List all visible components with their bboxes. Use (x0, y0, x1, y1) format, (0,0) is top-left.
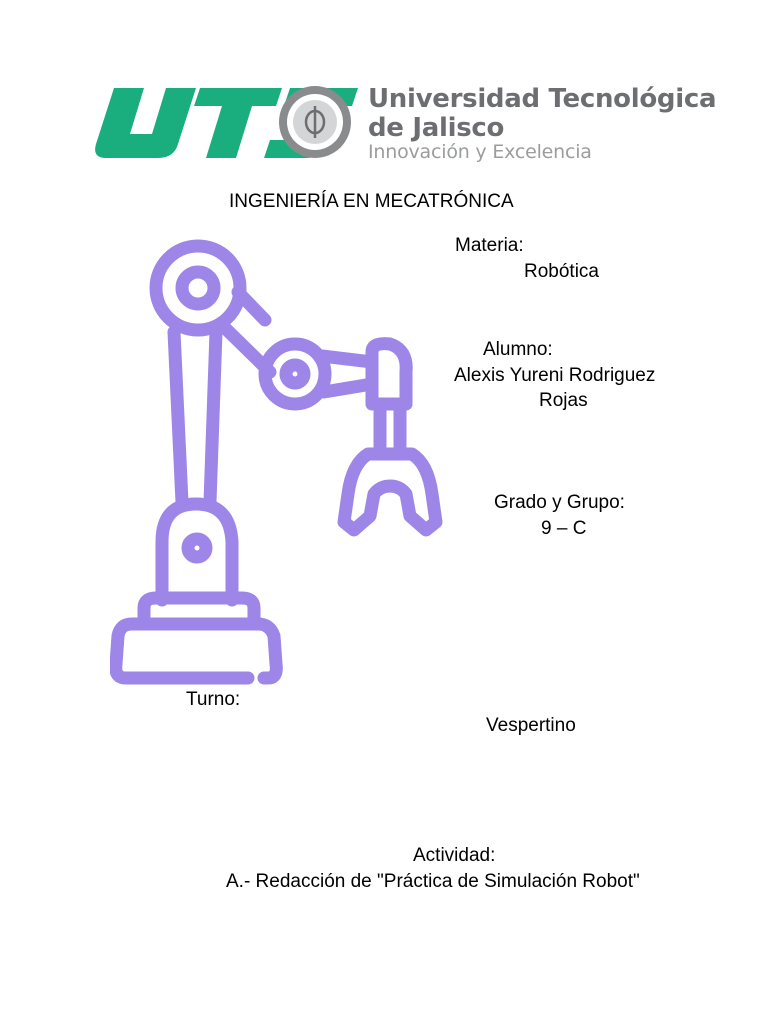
activity-value: A.- Redacción de "Práctica de Simulación… (226, 871, 640, 892)
student-name-line2: Rojas (539, 390, 588, 411)
subject-value: Robótica (524, 261, 599, 282)
robotic-arm-icon (110, 239, 443, 685)
shift-value: Vespertino (486, 715, 576, 736)
group-label: Grado y Grupo: (494, 492, 625, 513)
activity-label: Actividad: (413, 845, 496, 866)
university-name-line1: Universidad Tecnológica (368, 84, 717, 114)
university-slogan: Innovación y Excelencia (368, 141, 592, 163)
student-label: Alumno: (483, 339, 553, 360)
university-name-line2: de Jalisco (368, 113, 505, 143)
student-name-line1: Alexis Yureni Rodriguez (454, 365, 656, 386)
shift-label: Turno: (186, 689, 241, 710)
subject-label: Materia: (455, 235, 524, 256)
utj-logo (95, 86, 358, 158)
career-title: INGENIERÍA EN MECATRÓNICA (229, 191, 514, 212)
group-value: 9 – C (541, 518, 587, 539)
